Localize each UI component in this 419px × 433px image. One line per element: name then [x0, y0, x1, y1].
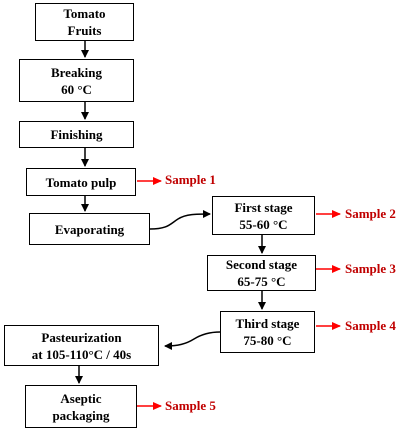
- arrow-third-to-pasteurization: [164, 331, 221, 350]
- step-second-stage: Second stage 65-75 °C: [207, 255, 316, 291]
- step-third-stage: Third stage 75-80 °C: [220, 311, 315, 353]
- step-tomato-pulp: Tomato pulp: [26, 168, 136, 196]
- step-pasteurization: Pasteurization at 105-110°C / 40s: [4, 325, 159, 366]
- sample-label-1: Sample 1: [165, 172, 216, 187]
- step-breaking: Breaking 60 °C: [19, 59, 134, 102]
- step-first-stage: First stage 55-60 °C: [212, 196, 315, 235]
- arrow-evaporating-to-first-stage: [149, 210, 211, 230]
- sample-label-5: Sample 5: [165, 398, 216, 413]
- sample-label-3: Sample 3: [345, 261, 396, 276]
- sample-label-2: Sample 2: [345, 206, 396, 221]
- sample-label-4: Sample 4: [345, 318, 396, 333]
- step-aseptic-packaging: Aseptic packaging: [25, 385, 137, 428]
- step-evaporating: Evaporating: [29, 213, 150, 245]
- step-tomato-fruits: Tomato Fruits: [35, 3, 134, 41]
- step-finishing: Finishing: [19, 121, 134, 148]
